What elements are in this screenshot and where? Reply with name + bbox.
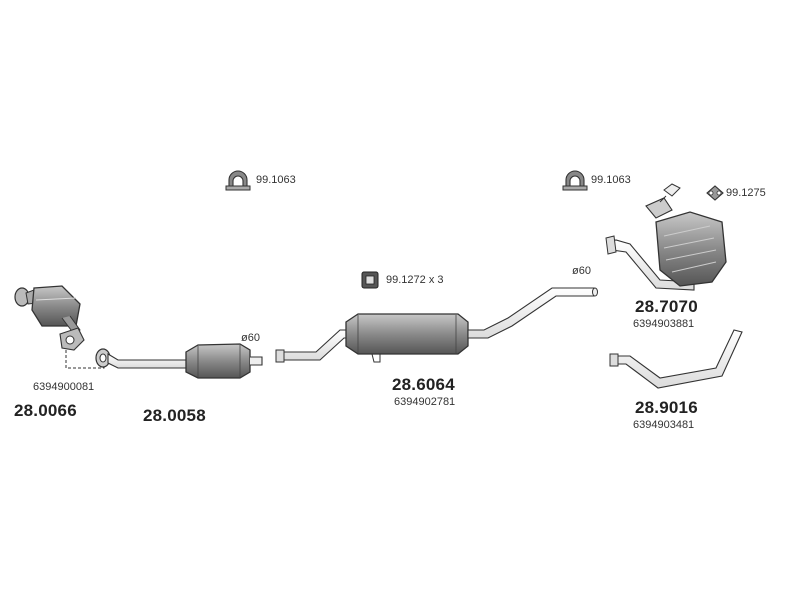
part-28-7070-drawing[interactable] — [605, 183, 727, 291]
part-number-28-0066: 28.0066 — [14, 401, 77, 420]
part-number-28-6064: 28.6064 — [392, 375, 455, 394]
accessory-code-rubber-mount: 99.1272 x 3 — [386, 274, 444, 286]
rubber-mount-icon — [361, 271, 379, 289]
part-28-6064-drawing[interactable] — [275, 287, 598, 363]
oe-number-28-9016: 6394903481 — [633, 419, 695, 431]
part-28-9016-drawing[interactable] — [609, 329, 743, 389]
oe-number-28-6064: 6394902781 — [394, 396, 456, 408]
diameter-label: ø60 — [572, 265, 591, 277]
accessory-code-gasket: 99.1275 — [726, 187, 766, 199]
clamp-icon — [225, 170, 251, 191]
accessory-code-clamp-2: 99.1063 — [591, 174, 631, 186]
accessory-code-clamp-1: 99.1063 — [256, 174, 296, 186]
clamp-icon — [562, 170, 588, 191]
diameter-label: ø60 — [241, 332, 260, 344]
gasket-icon — [706, 185, 724, 201]
part-number-28-7070: 28.7070 — [635, 297, 698, 316]
part-28-0058-drawing[interactable] — [95, 343, 263, 379]
oe-number-28-0066: 6394900081 — [33, 381, 95, 393]
oe-number-28-7070: 6394903881 — [633, 318, 695, 330]
part-28-0066-drawing[interactable] — [14, 285, 105, 369]
part-number-28-9016: 28.9016 — [635, 398, 698, 417]
part-number-28-0058: 28.0058 — [143, 406, 206, 425]
